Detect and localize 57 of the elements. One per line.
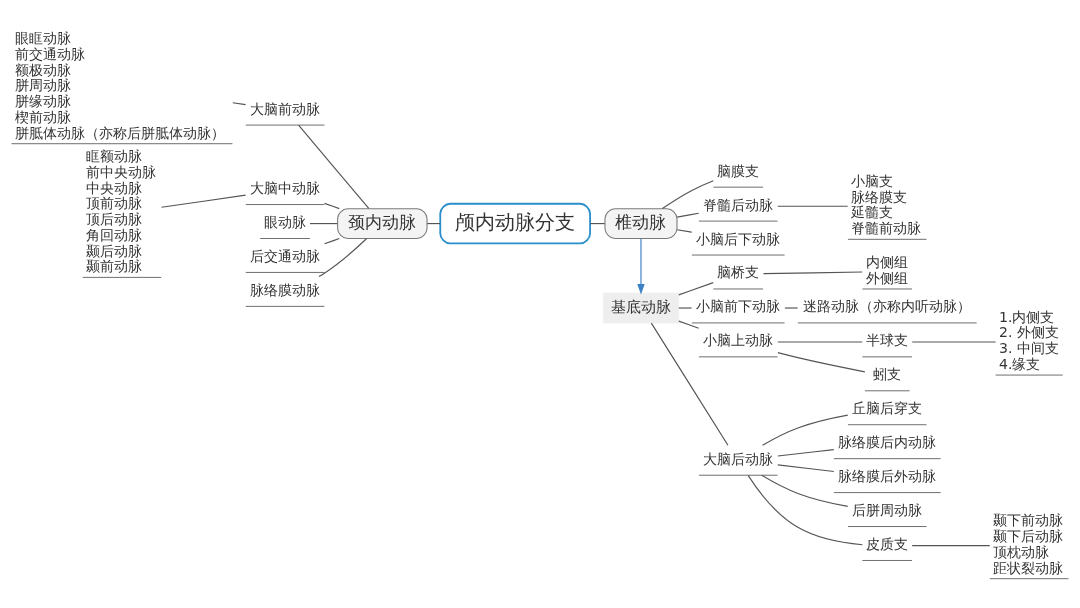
connector (784, 306, 799, 309)
node-text: 脉络膜动脉 (250, 281, 321, 298)
connector (777, 448, 835, 457)
connector (678, 306, 693, 309)
node-box: 基底动脉 (602, 292, 680, 323)
node-text: 半球支 (866, 331, 909, 348)
node-text: 脉络膜后内动脉 (838, 433, 937, 450)
node-box: 椎动脉 (604, 207, 678, 239)
node-text: 后胼周动脉 (852, 501, 923, 518)
node-text: 颞下前动脉 颞下后动脉 顶枕动脉 距状裂动脉 (993, 511, 1064, 576)
node-box: 颈内动脉 (337, 207, 428, 239)
node-text: 脊髓后动脉 (703, 196, 774, 213)
node-text: 大脑前动脉 (250, 100, 321, 117)
connector (762, 270, 863, 274)
connector (911, 544, 991, 546)
node-text: 眼眶动脉 前交通动脉 额极动脉 胼周动脉 胼缘动脉 楔前动脉 胼胝体动脉（亦称后胼胝体动脉） (14, 29, 225, 141)
node-text: 皮质支 (866, 535, 909, 552)
connector (318, 237, 368, 277)
node-text: 内侧组 外侧组 (865, 253, 908, 286)
node-box: 颅内动脉分支 (439, 202, 591, 244)
connector (678, 320, 700, 329)
connector (761, 474, 849, 507)
node-text: 大脑中动脉 (250, 179, 321, 196)
connector (661, 179, 714, 209)
node-text: 小脑支 脉络膜支 延髓支 脊髓前动脉 (851, 172, 922, 236)
node-text: 小脑后下动脉 (696, 230, 781, 247)
connector (323, 237, 340, 244)
arrow (637, 237, 645, 295)
node-text: 蚓支 (873, 365, 902, 382)
connector (676, 228, 693, 233)
node-text: 1.内侧支 2. 外侧支 3. 中间支 4.缘支 (998, 308, 1059, 372)
connector (678, 281, 714, 295)
node-text: 眼动脉 (264, 213, 307, 230)
node-text: 脑膜支 (717, 162, 760, 179)
connector (777, 351, 866, 372)
connector (298, 124, 370, 209)
node-text: 后交通动脉 (250, 247, 321, 264)
connector (777, 205, 849, 207)
connector (777, 463, 835, 472)
connector (650, 322, 729, 446)
connector (160, 194, 247, 208)
node-text: 大脑后动脉 (703, 450, 774, 467)
connector (232, 101, 247, 105)
connector (777, 340, 863, 343)
node-text: 小脑前下动脉 (696, 297, 781, 314)
connector (676, 212, 700, 218)
node-text: 丘脑后穿支 (852, 399, 923, 416)
node-text: 小脑上动脉 (703, 331, 774, 348)
connector (911, 340, 997, 343)
node-text: 脑桥支 (717, 263, 760, 280)
connector (309, 222, 338, 224)
connector (323, 202, 340, 209)
node-text: 脉络膜后外动脉 (838, 467, 937, 484)
connector (747, 474, 863, 545)
connector (762, 414, 849, 446)
node-text: 迷路动脉（亦称内听动脉） (803, 297, 972, 314)
node-text: 眶额动脉 前中央动脉 中央动脉 顶前动脉 顶后动脉 角回动脉 颞后动脉 颞前动脉 (85, 147, 156, 274)
